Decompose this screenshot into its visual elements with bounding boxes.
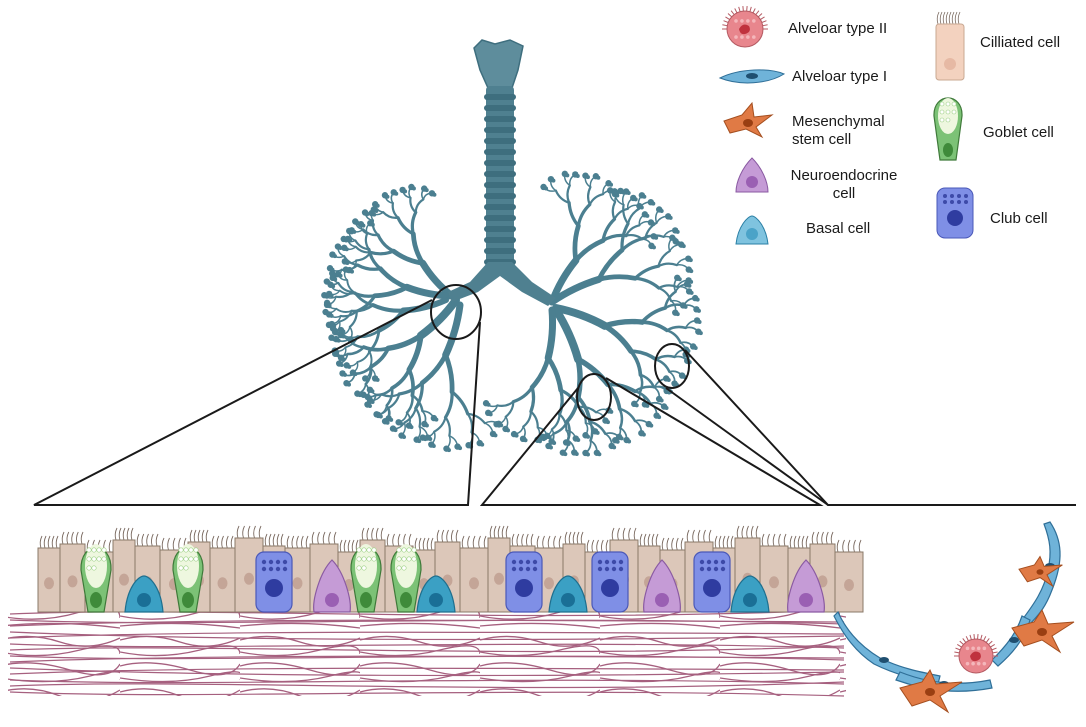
ciliated-cell — [210, 536, 235, 612]
legend-icon-club — [937, 188, 973, 238]
club-cell — [256, 552, 292, 612]
alveolar-type-2-cell — [954, 634, 998, 673]
right-bronchial-tree — [483, 171, 703, 457]
trachea — [448, 40, 556, 306]
ciliated-cell — [460, 536, 488, 612]
legend-icon-alveolar-type-1 — [720, 70, 784, 83]
ciliated-cell — [38, 536, 60, 612]
alveolar-epithelium — [834, 522, 1074, 712]
ciliated-cell — [835, 540, 863, 612]
legend-icon-ciliated — [936, 12, 964, 80]
legend-icon-goblet — [934, 98, 962, 160]
legend-icon-neuroendocrine — [736, 158, 768, 192]
zoom-circle-middle — [577, 374, 611, 420]
legend-label-mesenchymal: Mesenchymal stem cell — [792, 113, 885, 149]
zoom-circle-right — [655, 344, 689, 388]
legend-icon-basal — [736, 216, 768, 244]
legend-label-goblet: Goblet cell — [983, 124, 1054, 142]
alveolar-type-1-cell — [834, 612, 940, 684]
connective-tissue — [8, 608, 846, 696]
legend-icon-alveolar-type-2 — [722, 6, 768, 47]
legend-label-ciliated: Cilliated cell — [980, 34, 1060, 52]
legend-label-alveolar-type-1: Alveloar type I — [792, 68, 887, 86]
legend-icon-mesenchymal — [724, 103, 772, 137]
legend-label-club: Club cell — [990, 210, 1048, 228]
legend-label-basal: Basal cell — [806, 220, 870, 238]
airway-epithelium — [38, 526, 863, 612]
left-bronchial-tree — [321, 184, 503, 452]
legend-label-neuroendocrine: Neuroendocrine cell — [784, 167, 904, 203]
club-cell — [694, 552, 730, 612]
club-cell — [592, 552, 628, 612]
club-cell — [506, 552, 542, 612]
legend-label-alveolar-type-2: Alveloar type II — [788, 20, 887, 38]
